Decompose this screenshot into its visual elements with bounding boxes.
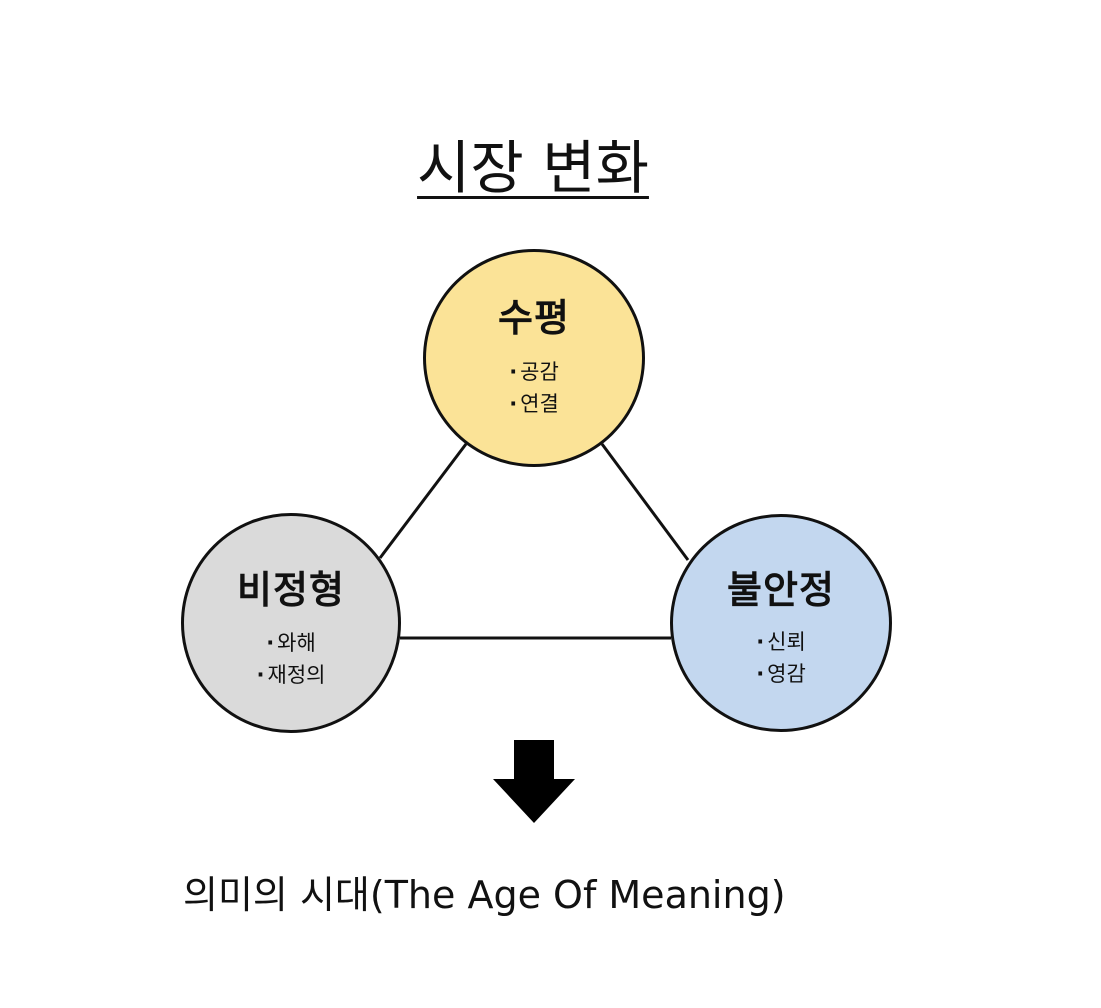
bullet-glyph: · (509, 392, 518, 416)
node-item-list: ·와해 ·재정의 (184, 627, 398, 691)
list-item: ·연결 (426, 388, 642, 420)
node-unstructured: 비정형 ·와해 ·재정의 (181, 513, 401, 733)
list-item-label: 신뢰 (767, 630, 806, 654)
list-item-label: 재정의 (267, 663, 326, 687)
list-item-label: 공감 (520, 360, 559, 384)
bullet-glyph: · (256, 663, 265, 687)
edge-top-right (600, 443, 690, 561)
node-item-list: ·공감 ·연결 (426, 356, 642, 420)
list-item-label: 영감 (767, 662, 806, 686)
node-horizontal: 수평 ·공감 ·연결 (423, 249, 645, 467)
node-item-list: ·신뢰 ·영감 (673, 626, 889, 690)
diagram-title: 시장 변화 (0, 132, 1066, 204)
diagram-title-text: 시장 변화 (417, 134, 649, 202)
list-item: ·재정의 (184, 659, 398, 691)
edge-top-left (378, 443, 468, 559)
list-item: ·와해 (184, 627, 398, 659)
list-item: ·영감 (673, 658, 889, 690)
node-title: 수평 (498, 296, 570, 340)
bullet-glyph: · (509, 360, 518, 384)
node-title: 불안정 (727, 568, 835, 612)
bullet-glyph: · (756, 630, 765, 654)
list-item-label: 연결 (520, 392, 559, 416)
node-unstable: 불안정 ·신뢰 ·영감 (670, 514, 892, 732)
node-title: 비정형 (237, 568, 345, 612)
down-arrow-icon (493, 740, 575, 823)
list-item: ·공감 (426, 356, 642, 388)
bullet-glyph: · (266, 631, 275, 655)
conclusion-caption: 의미의 시대(The Age Of Meaning) (183, 873, 786, 917)
bullet-glyph: · (756, 662, 765, 686)
list-item: ·신뢰 (673, 626, 889, 658)
list-item-label: 와해 (277, 631, 316, 655)
